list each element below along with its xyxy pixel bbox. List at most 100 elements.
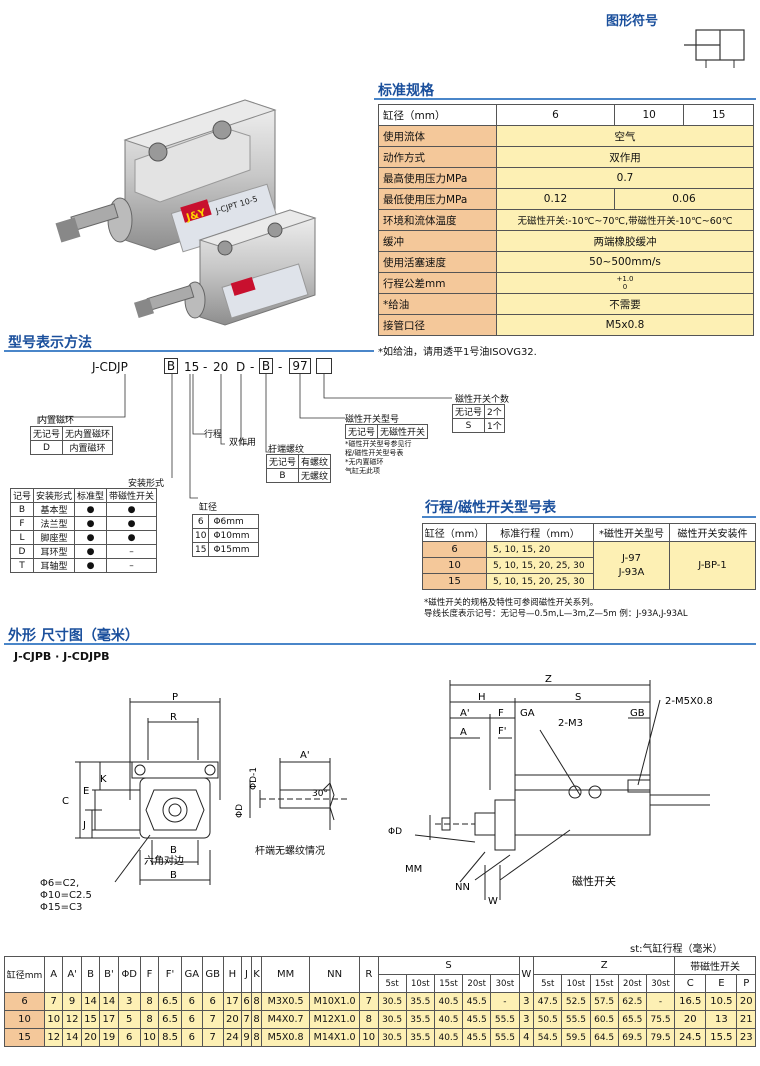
switch-type-note: *无内置磁环 — [345, 458, 384, 466]
dim-header: F — [139, 956, 160, 993]
dim-cell: 40.5 — [433, 1010, 464, 1029]
spec-header-6: 6 — [496, 104, 615, 126]
spec-note: *如给油，请用透平1号油ISOVG32. — [378, 347, 537, 358]
dim-cell: 60.5 — [589, 1010, 619, 1029]
dim-cell: 45.5 — [462, 992, 492, 1011]
code-dash: - — [203, 360, 208, 374]
spec-label: 使用活塞速度 — [378, 251, 497, 273]
dim-cell: 6 — [180, 992, 203, 1011]
dim-label-S: S — [575, 692, 581, 703]
mount-cell: – — [106, 558, 158, 573]
spec-label: 缓冲 — [378, 230, 497, 252]
dim-cell: 3 — [117, 992, 141, 1011]
mount-cell: ● — [74, 516, 108, 531]
dim-label-C: C — [62, 796, 69, 807]
dim-cell: 30.5 — [377, 1028, 407, 1047]
dim-cell: 24 — [222, 1028, 243, 1047]
mount-header: 标准型 — [74, 488, 108, 503]
dim-subheader: 30st — [490, 974, 520, 993]
dim-cell: M12X1.0 — [309, 1010, 361, 1029]
spec-label: 行程公差mm — [378, 272, 497, 294]
dim-cell: 7 — [201, 1010, 224, 1029]
dim-label-H: H — [478, 692, 486, 703]
dim-cell: 24.5 — [674, 1028, 707, 1047]
magnet-desc: 内置磁环 — [62, 440, 114, 455]
mount-cell: 基本型 — [33, 502, 76, 517]
stroke-table-title: 行程/磁性开关型号表 — [425, 500, 557, 516]
switch-type-notes: *磁性开关型号参见行 程/磁性开关型号表 *无内置磁环 气缸无此项 — [345, 440, 412, 476]
code-dash: - — [278, 360, 283, 374]
dim-cell: 35.5 — [405, 992, 435, 1011]
dim-subheader: 10st — [405, 974, 435, 993]
stroke-header: 缸径（mm） — [422, 523, 487, 542]
magnet-title: 内置磁环 — [38, 416, 75, 426]
mount-header: 安装形式 — [33, 488, 76, 503]
code-bore: 15 — [184, 360, 200, 374]
stroke-header: *磁性开关型号 — [593, 523, 670, 542]
dim-label-D: ΦD — [235, 804, 245, 818]
dim-cell: 6.5 — [158, 992, 182, 1011]
code-mount: B — [164, 358, 178, 374]
mount-cell: ● — [74, 558, 108, 573]
stroke-header: 标准行程（mm） — [486, 523, 594, 542]
dim-cell: 8 — [139, 1010, 160, 1029]
mount-cell: ● — [106, 502, 158, 517]
dim-subheader: 15st — [589, 974, 619, 993]
dim-label-M3: 2-M3 — [558, 718, 583, 729]
chamfer-line: Φ15=C3 — [40, 902, 83, 913]
dim-cell: 8 — [359, 1010, 379, 1029]
stroke-header: 磁性开关安装件 — [669, 523, 756, 542]
front-view-drawing: P R K E C J B 六角对边 B — [62, 692, 221, 885]
mount-cell: 耳轴型 — [33, 558, 76, 573]
dim-cell: 79.5 — [645, 1028, 676, 1047]
dim-subheader: 20st — [617, 974, 647, 993]
dim-cell: 10 — [139, 1028, 160, 1047]
model-prefix: J-CDJP — [92, 360, 128, 374]
dim-label-D-side: ΦD — [388, 827, 402, 837]
tolerance-upper: +1.0 — [616, 275, 634, 283]
spec-label: 最高使用压力MPa — [378, 167, 497, 189]
dim-subheader: 5st — [377, 974, 407, 993]
rod-code: 无记号 — [265, 454, 300, 469]
stroke-values: 5, 10, 15, 20, 25, 30 — [486, 557, 594, 574]
mount-cell: – — [106, 544, 158, 559]
dim-label-Aprime: A' — [300, 750, 310, 761]
dim-cell: 6.5 — [158, 1010, 182, 1029]
mount-cell: ● — [106, 516, 158, 531]
dim-cell: 35.5 — [405, 1028, 435, 1047]
bore-size: Φ10mm — [208, 528, 259, 543]
dim-cell: 10.5 — [705, 992, 738, 1011]
dim-label-F: F — [498, 708, 504, 719]
dim-header: H — [222, 956, 243, 993]
magnet-code: 无记号 — [29, 426, 64, 441]
dim-cell: 69.5 — [617, 1028, 647, 1047]
dim-cell: 64.5 — [589, 1028, 619, 1047]
product-photo: J&Y J-CJPT 10-5 — [55, 99, 317, 326]
dim-cell: 12 — [43, 1028, 64, 1047]
dim-cell: 7 — [359, 992, 379, 1011]
spec-value: 两端橡胶缓冲 — [496, 230, 754, 252]
stroke-table: 缸径（mm） 标准行程（mm） *磁性开关型号 磁性开关安装件 6 5, 10,… — [422, 523, 756, 590]
dim-label-B-top: B — [170, 845, 177, 856]
hex-caption: 六角对边 — [144, 854, 184, 867]
dim-cell: 59.5 — [561, 1028, 591, 1047]
code-switch: 97 — [289, 358, 311, 374]
dim-header: A' — [62, 956, 82, 993]
chamfer-note: Φ6=C2, Φ10=C2.5 Φ15=C3 — [40, 878, 92, 914]
spec-value: 无磁性开关:-10℃~70℃,带磁性开关-10℃~60℃ — [496, 209, 754, 231]
dim-header: 带磁性开关 — [674, 956, 756, 975]
spec-value: 0.12 — [496, 188, 615, 210]
dim-cell: 45.5 — [462, 1010, 492, 1029]
dim-header: B' — [99, 956, 119, 993]
dim-cell: 12 — [62, 1010, 82, 1029]
stroke-note: *磁性开关的规格及特性可参阅磁性开关系列。 — [424, 598, 599, 608]
dim-header: ΦD — [117, 956, 141, 993]
dim-cell: 13 — [705, 1010, 738, 1029]
dim-cell: 6 — [180, 1010, 203, 1029]
dim-cell: 16.5 — [674, 992, 707, 1011]
switch-mount-part: J-BP-1 — [669, 541, 756, 590]
spec-title: 标准规格 — [378, 83, 434, 99]
